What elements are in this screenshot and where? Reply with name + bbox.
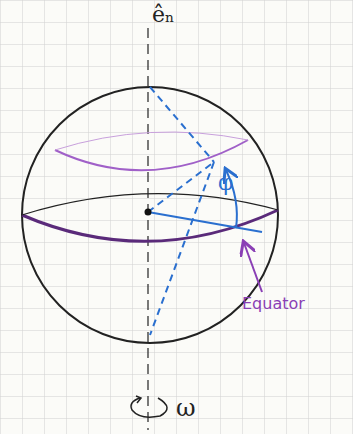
dashed-line [150,87,214,162]
angular-velocity-label: ω [176,396,196,420]
sphere-outline [22,87,278,343]
axis-label: êₙ [152,4,175,26]
center-dot [145,209,152,216]
dashed-line [150,162,214,335]
angle-label: φ [218,172,233,194]
equator-label: Equator [242,296,305,312]
radius-line [148,162,214,212]
rotation-axis [147,28,148,430]
rotation-arrow [131,398,167,417]
latitude-line [55,140,248,170]
latitude-back [55,132,248,150]
leader-arrow [244,243,262,292]
radius-line [148,212,262,232]
equator-back [22,194,278,215]
arrowhead [136,396,141,403]
